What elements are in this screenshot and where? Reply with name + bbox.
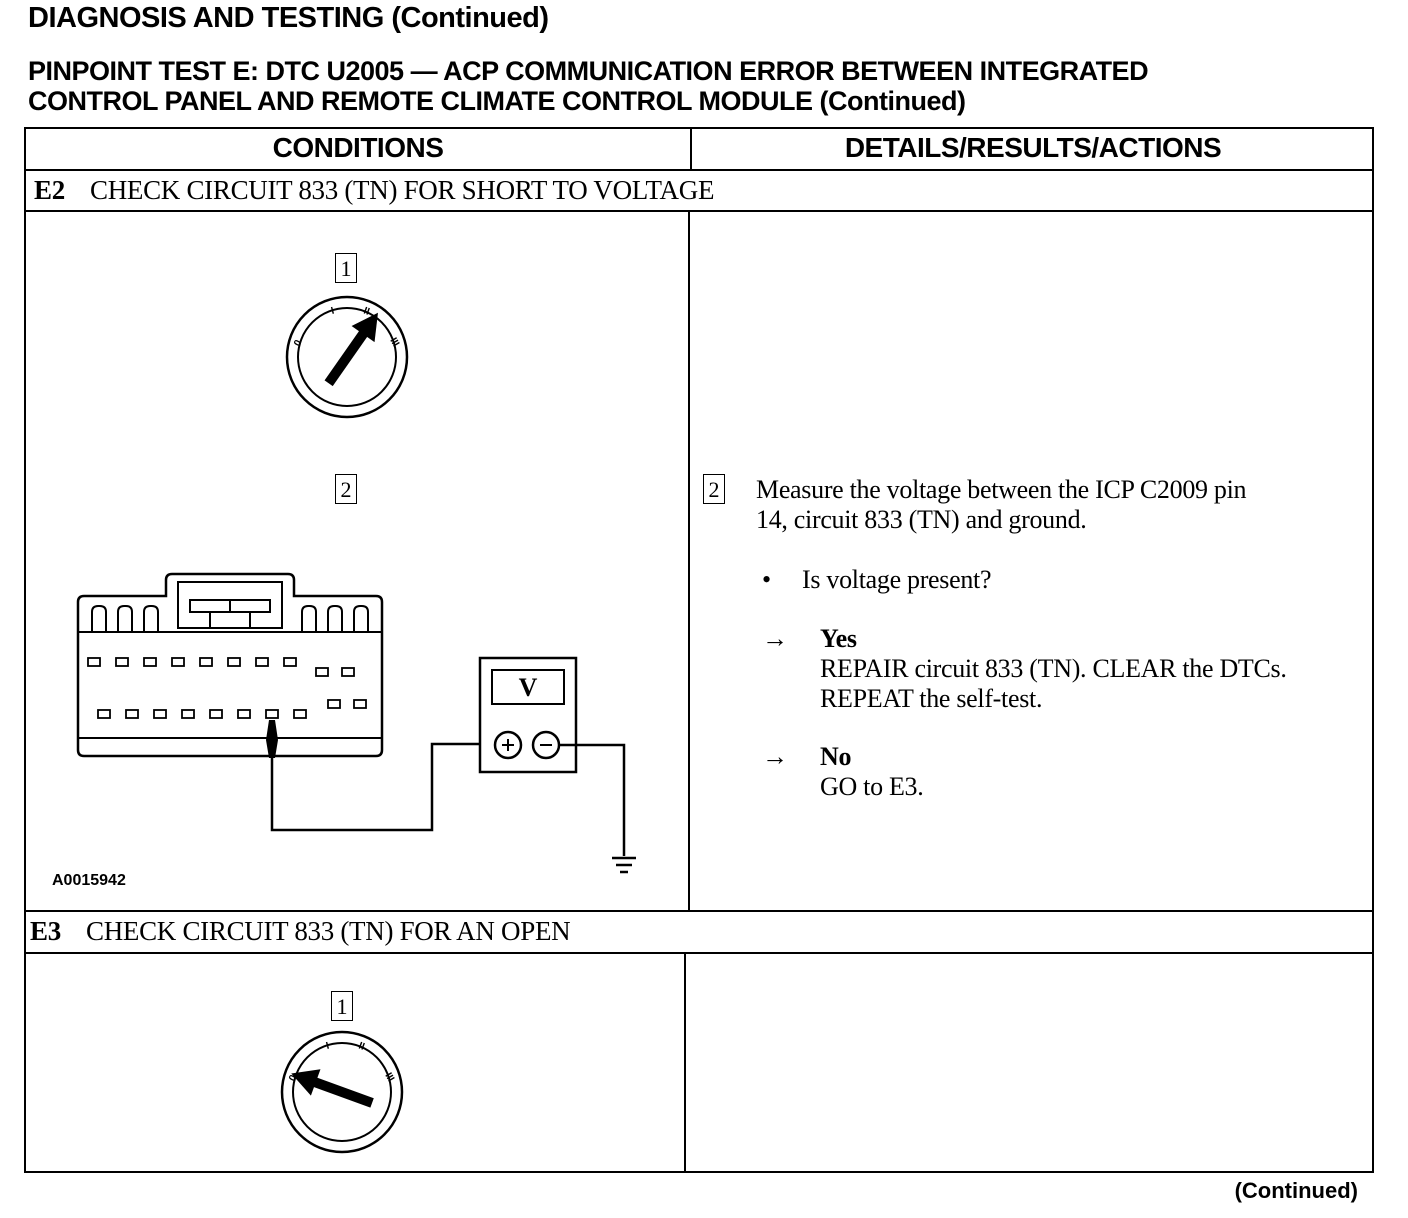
voltmeter-label: V: [519, 673, 538, 702]
step-e3-fig-callout-1: 1: [331, 991, 353, 1021]
step-e3-id: E3: [30, 916, 61, 946]
ignition-label-3: III: [382, 1071, 396, 1084]
pinpoint-test-title: PINPOINT TEST E: DTC U2005 — ACP COMMUNI…: [28, 56, 1149, 116]
step-e2-detail-callout: 2: [703, 474, 725, 504]
column-header-conditions: CONDITIONS: [272, 132, 444, 163]
column-divider-header: [690, 129, 692, 169]
pinpoint-test-title-line2: CONTROL PANEL AND REMOTE CLIMATE CONTROL…: [28, 86, 966, 116]
page-title: DIAGNOSIS AND TESTING (Continued): [28, 2, 549, 34]
step-e2-question: Is voltage present?: [802, 565, 992, 594]
yes-label: Yes: [820, 624, 857, 653]
ignition-label-2: II: [357, 1040, 366, 1052]
connector-voltmeter-diagram: V: [76, 572, 636, 874]
yes-action-line-1: REPAIR circuit 833 (TN). CLEAR the DTCs.: [820, 654, 1287, 683]
arrow-right-icon: →: [762, 742, 788, 771]
ignition-label-2: II: [362, 305, 371, 317]
arrow-right-icon: →: [762, 624, 788, 653]
step-e2-id: E2: [34, 175, 65, 205]
ignition-label-3: III: [387, 336, 401, 349]
figure-id: A0015942: [52, 872, 126, 889]
step-e3-top-divider: [26, 910, 1372, 912]
column-header-details: DETAILS/RESULTS/ACTIONS: [844, 132, 1222, 163]
instruction-line-1: Measure the voltage between the ICP C200…: [756, 475, 1247, 504]
step-e3-heading: CHECK CIRCUIT 833 (TN) FOR AN OPEN: [86, 916, 571, 946]
no-label: No: [820, 742, 852, 771]
ignition-switch-off-icon: 0 I II III: [280, 1030, 404, 1154]
ignition-switch-run-icon: 0 I II III: [285, 295, 409, 419]
column-divider-e2: [688, 210, 690, 910]
ignition-label-1: I: [330, 305, 336, 316]
bullet-icon: •: [762, 565, 771, 594]
yes-action-line-2: REPEAT the self-test.: [820, 684, 1043, 713]
column-divider-e3: [684, 952, 686, 1173]
step-e2-divider: [26, 210, 1372, 212]
yes-result: Yes REPAIR circuit 833 (TN). CLEAR the D…: [820, 624, 1287, 714]
step-e2-title: E2 CHECK CIRCUIT 833 (TN) FOR SHORT TO VO…: [34, 175, 714, 206]
step-e2-fig-callout-1: 1: [335, 253, 357, 283]
step-e2-heading: CHECK CIRCUIT 833 (TN) FOR SHORT TO VOLT…: [90, 175, 715, 205]
ignition-label-0: 0: [287, 1073, 300, 1084]
pinpoint-test-title-line1: PINPOINT TEST E: DTC U2005 — ACP COMMUNI…: [28, 56, 1149, 86]
instruction-line-2: 14, circuit 833 (TN) and ground.: [756, 505, 1087, 534]
step-e2-fig-callout-2: 2: [335, 474, 357, 504]
step-e2-instruction: Measure the voltage between the ICP C200…: [756, 475, 1247, 535]
step-e3-title: E3 CHECK CIRCUIT 833 (TN) FOR AN OPEN: [30, 916, 571, 947]
header-divider: [26, 169, 1372, 171]
no-result: No GO to E3.: [820, 742, 924, 802]
ignition-label-1: I: [325, 1040, 331, 1051]
ignition-label-0: 0: [292, 338, 305, 349]
continued-footer: (Continued): [1234, 1178, 1358, 1203]
ground-icon: [612, 856, 636, 874]
no-action-line-1: GO to E3.: [820, 772, 924, 801]
step-e3-divider: [26, 952, 1372, 954]
